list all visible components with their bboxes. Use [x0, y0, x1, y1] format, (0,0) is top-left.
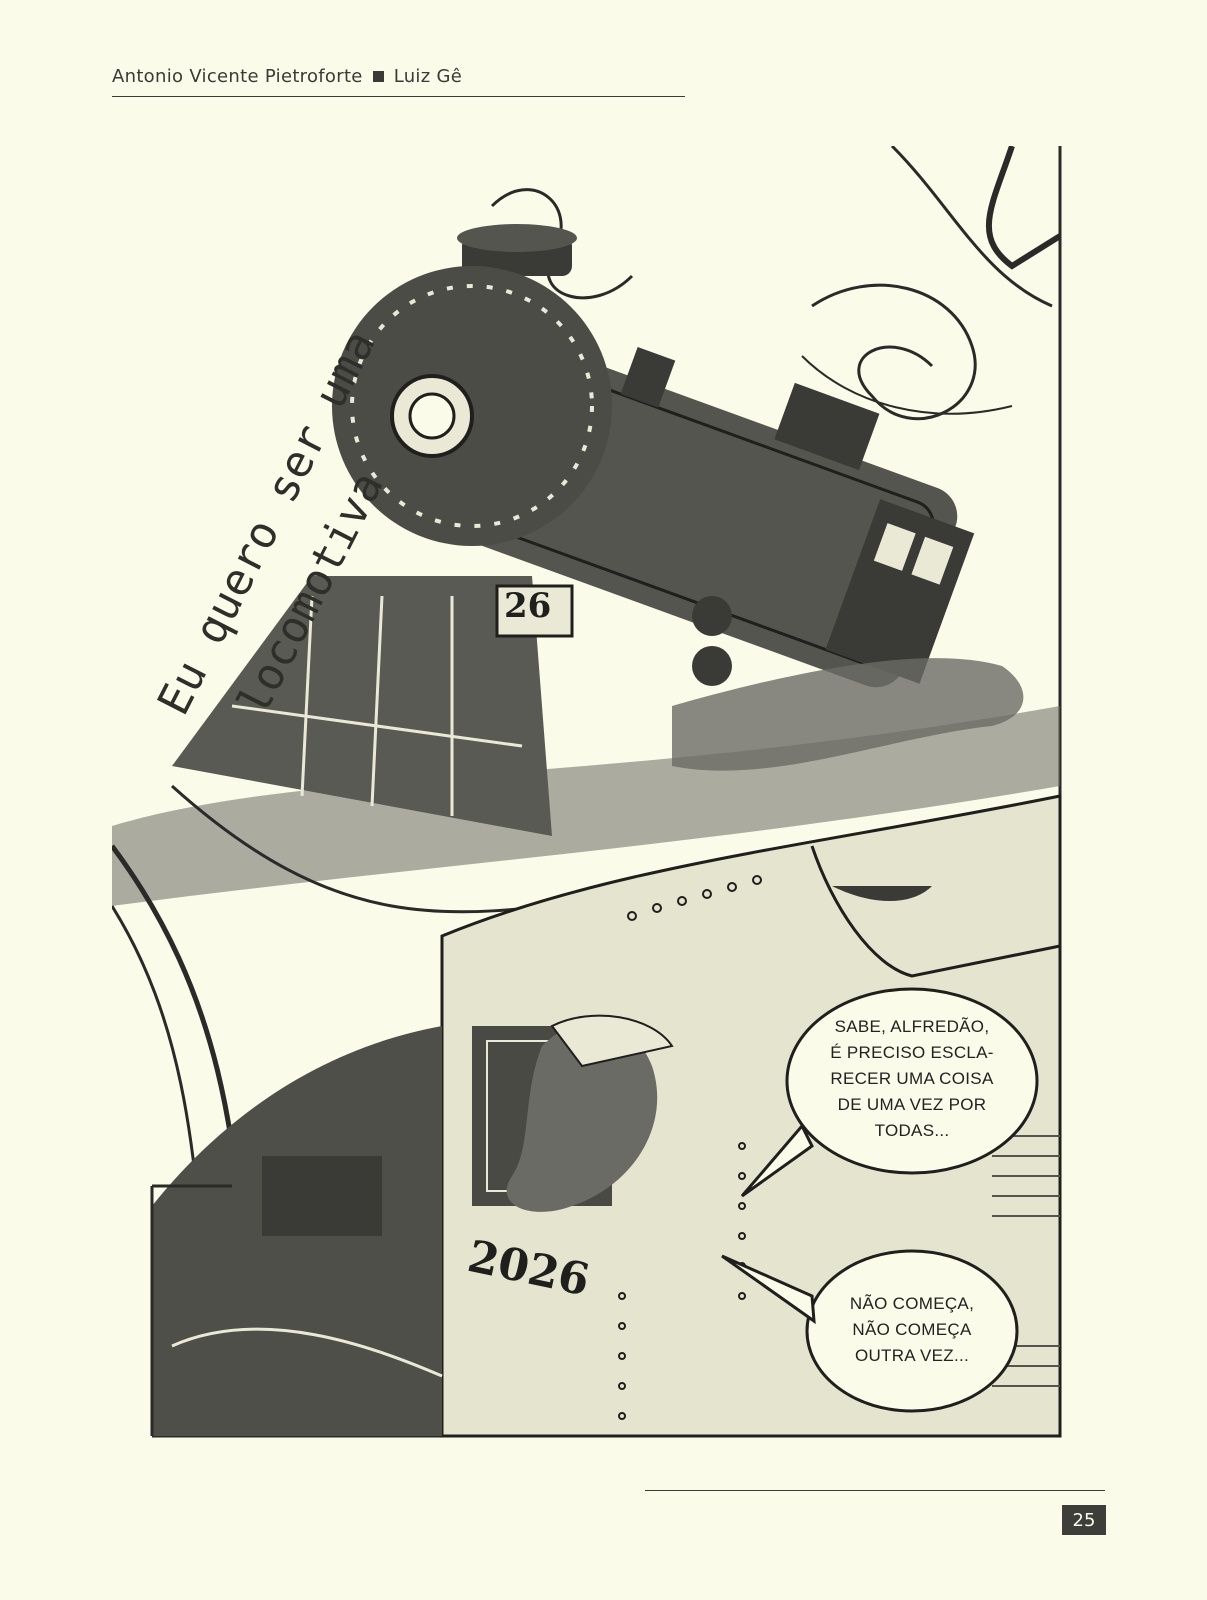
locomotive-number: 26 [504, 586, 552, 626]
author-name-1: Antonio Vicente Pietroforte [112, 66, 363, 87]
header-rule [112, 96, 685, 97]
comic-panel: 26 2026 SABE, ALFREDÃO, É PRECISO ESCLA-… [112, 146, 1112, 1446]
locomotive-illustration [112, 146, 1062, 1438]
speech-bubble-2: NÃO COMEÇA, NÃO COMEÇA OUTRA VEZ... [849, 1294, 975, 1365]
page-number: 25 [1062, 1505, 1106, 1535]
running-head: Antonio Vicente Pietroforte Luiz Gê [112, 66, 462, 87]
speech-bubble-1: SABE, ALFREDÃO, É PRECISO ESCLA- RECER U… [830, 1017, 994, 1140]
separator-square-icon [372, 71, 384, 82]
comic-title: Eu quero ser uma locomotiva [128, 180, 408, 740]
author-name-2: Luiz Gê [393, 66, 463, 87]
footer-rule [645, 1490, 1105, 1491]
